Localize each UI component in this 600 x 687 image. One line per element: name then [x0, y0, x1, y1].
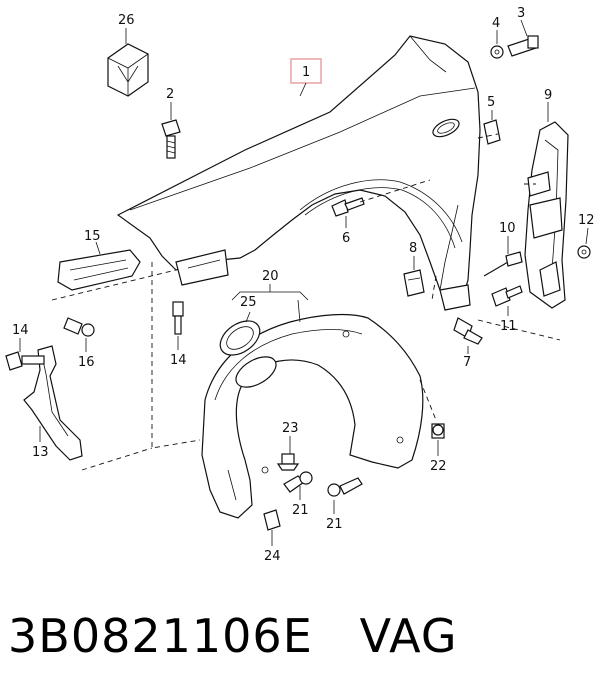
- callout-1: 1: [302, 65, 310, 80]
- bracket-part-9: [524, 121, 569, 309]
- callout-22: 22: [430, 459, 447, 474]
- grommet-part-25: [219, 320, 261, 356]
- part-number: 3B0821106E: [8, 609, 313, 663]
- callout-11: 11: [500, 319, 517, 334]
- bracket-part-13: [23, 345, 83, 461]
- parts-diagram: 1 26 2 3 4 5 9 6 15 8 10 12 20 25 11 14 …: [5, 6, 595, 564]
- callout-8: 8: [409, 241, 417, 256]
- screw-part-11: [491, 285, 523, 307]
- screw-part-21-left: [283, 471, 313, 493]
- screw-part-14-lower: [5, 351, 45, 371]
- screw-part-21-right: [327, 477, 363, 497]
- callout-23: 23: [282, 421, 299, 436]
- brand-name: VAG: [359, 609, 458, 663]
- screw-part-14-upper: [172, 301, 184, 335]
- assembly-lines: [51, 133, 561, 471]
- bracket-part-15: [57, 249, 141, 291]
- clip-part-22: [431, 423, 445, 439]
- callout-21-left: 21: [292, 503, 309, 518]
- callout-20: 20: [262, 269, 279, 284]
- callout-3: 3: [517, 6, 525, 21]
- callout-5: 5: [487, 95, 495, 110]
- screw-part-16: [63, 317, 95, 337]
- clip-part-5: [483, 119, 501, 145]
- callout-13: 13: [32, 445, 49, 460]
- screw-part-6: [331, 197, 365, 217]
- clip-part-24: [263, 509, 281, 531]
- callout-14-upper: 14: [170, 353, 187, 368]
- callout-14-lower: 14: [12, 323, 29, 338]
- screw-part-2: [161, 119, 181, 159]
- callout-2: 2: [166, 87, 174, 102]
- bolt-part-3: [507, 35, 539, 57]
- part-caption: 3B0821106E VAG: [8, 596, 592, 676]
- screw-part-7: [453, 317, 483, 345]
- callout-16: 16: [78, 355, 95, 370]
- callout-9: 9: [544, 88, 552, 103]
- callout-12: 12: [578, 213, 595, 228]
- wheelhouse-liner-part-20: [201, 313, 424, 519]
- callout-4: 4: [492, 16, 500, 31]
- clip-part-26: [107, 43, 149, 97]
- screw-part-23: [276, 453, 300, 471]
- callout-25: 25: [240, 295, 257, 310]
- callout-10: 10: [499, 221, 516, 236]
- callout-6: 6: [342, 231, 350, 246]
- clip-part-8: [403, 269, 425, 297]
- nut-part-12: [577, 245, 591, 259]
- callout-15: 15: [84, 229, 101, 244]
- pin-part-10: [483, 251, 523, 277]
- callout-24: 24: [264, 549, 281, 564]
- fender-part: [116, 35, 481, 311]
- washer-part-4: [490, 45, 504, 59]
- callout-7: 7: [463, 355, 471, 370]
- callout-21-right: 21: [326, 517, 343, 532]
- callout-26: 26: [118, 13, 135, 28]
